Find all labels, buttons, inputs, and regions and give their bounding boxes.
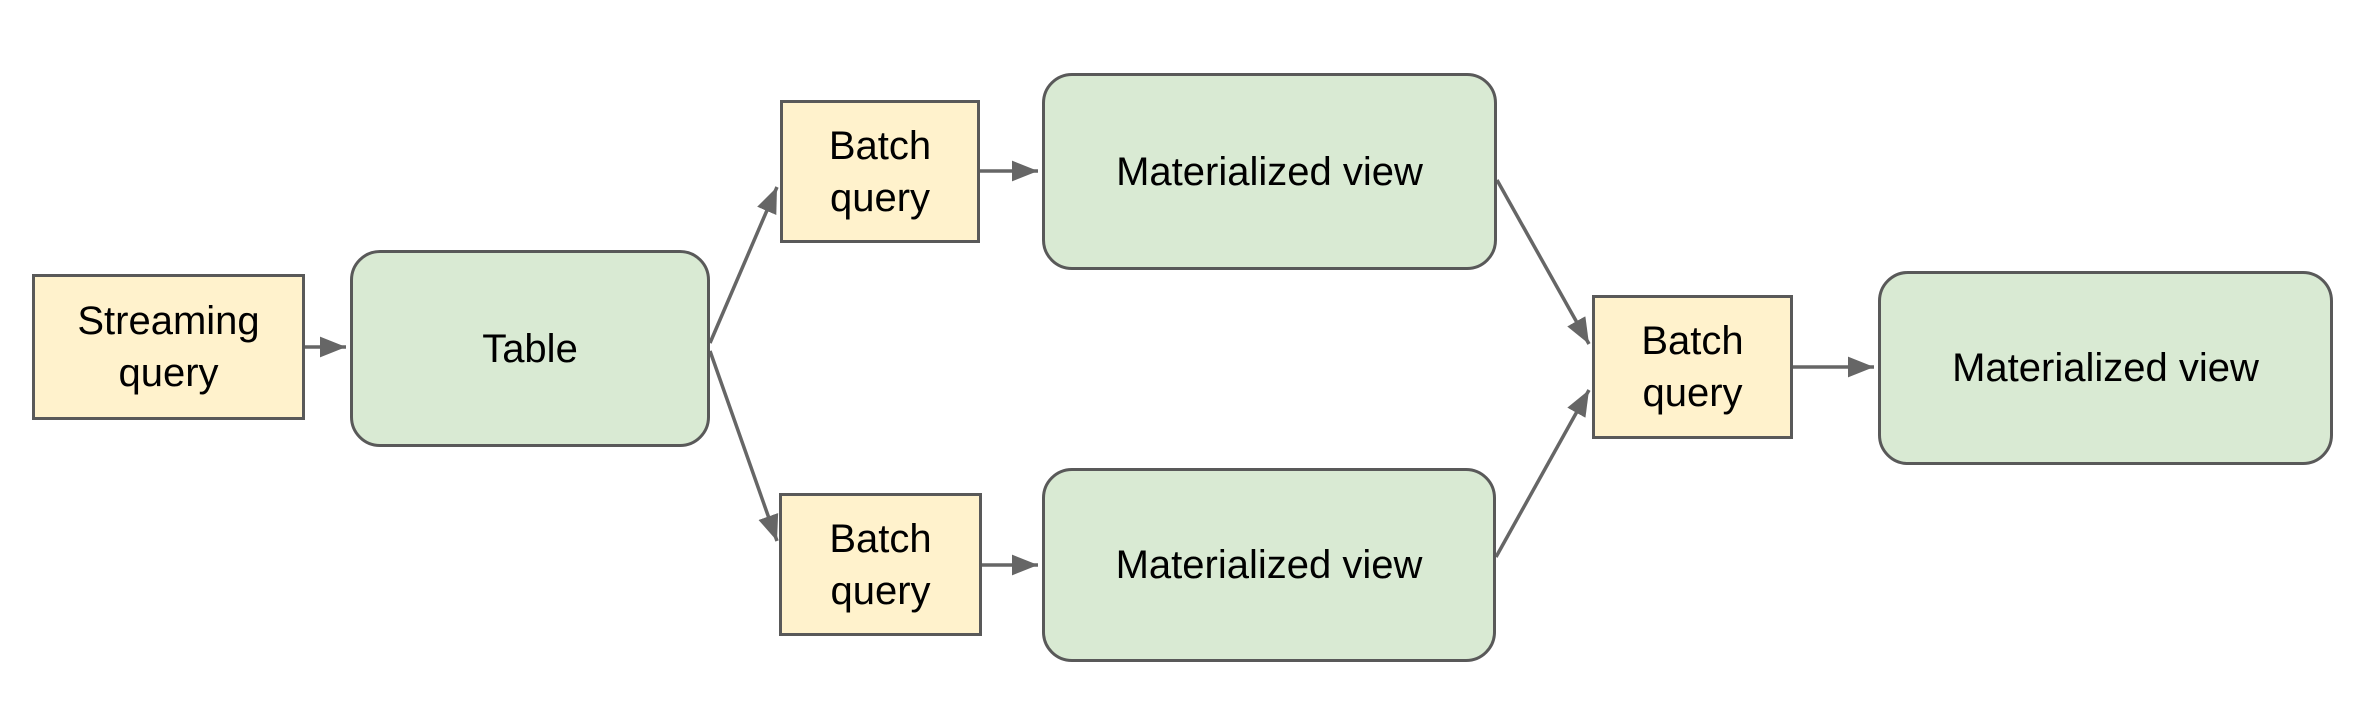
node-table-label: Table [482, 326, 578, 371]
node-batch-query-bottom: Batch query [779, 493, 982, 636]
node-materialized-view-bottom: Materialized view [1042, 468, 1496, 662]
node-materialized-view-right-label: Materialized view [1952, 346, 2259, 390]
edge-table-to-batch-query-bottom [708, 350, 779, 542]
node-streaming-query: Streaming query [32, 274, 305, 420]
node-batch-query-top-label: Batch query [828, 123, 932, 220]
node-streaming-query-label: Streaming query [77, 299, 260, 395]
node-table: Table [350, 250, 710, 447]
edge-materialized-view-top-to-batch-query-right [1495, 179, 1591, 345]
node-batch-query-top: Batch query [780, 100, 980, 243]
node-batch-query-bottom-label: Batch query [829, 516, 932, 613]
node-materialized-view-bottom-label: Materialized view [1115, 543, 1423, 587]
node-materialized-view-top-label: Materialized view [1116, 149, 1423, 194]
node-materialized-view-right: Materialized view [1878, 271, 2333, 465]
node-batch-query-right-label: Batch query [1641, 319, 1744, 415]
edge-table-to-batch-query-top [708, 186, 779, 344]
node-materialized-view-top: Materialized view [1042, 73, 1497, 270]
edge-materialized-view-bottom-to-batch-query-right [1494, 389, 1591, 558]
node-batch-query-right: Batch query [1592, 295, 1793, 439]
